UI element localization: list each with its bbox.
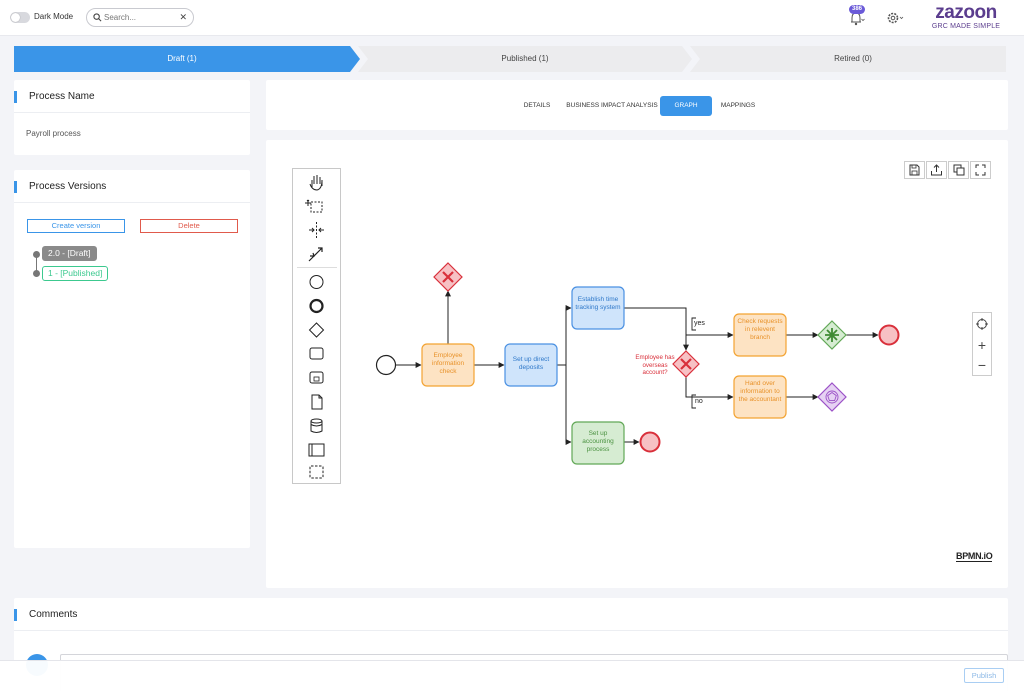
process-name-card: Process Name Payroll process xyxy=(14,80,250,155)
search-input[interactable] xyxy=(104,11,178,24)
step-draft-label: Draft (1) xyxy=(167,54,197,63)
copy-button[interactable] xyxy=(948,161,969,179)
end-event-icon[interactable] xyxy=(293,295,340,317)
process-versions-card: Process Versions xyxy=(14,170,250,548)
dark-mode-toggle[interactable] xyxy=(10,12,30,23)
bpmn-palette xyxy=(292,168,341,484)
zoom-out-button[interactable]: − xyxy=(977,357,987,373)
tab-mappings[interactable]: MAPPINGS xyxy=(720,102,756,109)
logo-name: zazoon xyxy=(935,2,997,23)
version-dot xyxy=(33,270,40,277)
process-name-value: Payroll process xyxy=(26,129,81,138)
save-icon xyxy=(909,164,920,176)
label-hand-over: Hand over information to the accountant xyxy=(738,380,782,403)
pool-icon[interactable] xyxy=(293,439,340,461)
palette-divider xyxy=(297,267,337,268)
label-gateway-question: Employee has overseas account? xyxy=(635,354,675,376)
crosshair-icon xyxy=(976,318,988,330)
fullscreen-icon xyxy=(975,164,986,176)
data-store-icon[interactable] xyxy=(293,415,340,437)
publish-button[interactable]: Publish xyxy=(964,668,1004,683)
space-tool-icon[interactable] xyxy=(293,219,340,241)
zazoon-logo: zazoon GRC MADE SIMPLE xyxy=(925,3,1007,31)
save-diagram-button[interactable] xyxy=(904,161,925,179)
data-object-icon[interactable] xyxy=(293,391,340,413)
logo-tagline: GRC MADE SIMPLE xyxy=(931,23,1001,30)
task-icon[interactable] xyxy=(293,343,340,365)
subprocess-icon[interactable] xyxy=(293,367,340,389)
hand-tool-icon[interactable] xyxy=(293,171,340,193)
top-bar: Dark Mode ✕ 386 zazoon GRC MADE SIMPLE xyxy=(0,0,1024,36)
zoom-in-button[interactable]: + xyxy=(977,337,987,353)
tab-graph[interactable]: GRAPH xyxy=(660,96,712,116)
create-version-button[interactable]: Create version xyxy=(27,219,125,233)
divider xyxy=(14,202,250,203)
lasso-tool-icon[interactable] xyxy=(293,195,340,217)
version-dot xyxy=(33,251,40,258)
process-name-title: Process Name xyxy=(14,91,95,103)
gateway-icon[interactable] xyxy=(293,319,340,341)
divider xyxy=(14,630,1008,631)
label-yes: yes xyxy=(694,320,705,327)
step-published[interactable]: Published (1) xyxy=(368,46,682,72)
search-icon xyxy=(93,13,102,22)
step-retired-label: Retired (0) xyxy=(834,54,872,63)
notification-badge: 386 xyxy=(849,5,866,14)
label-check-requests: Check requests in relevent branch xyxy=(737,318,783,341)
gear-icon[interactable] xyxy=(886,10,906,26)
toggle-knob xyxy=(11,13,20,22)
delete-button[interactable]: Delete xyxy=(140,219,238,233)
step-retired[interactable]: Retired (0) xyxy=(700,46,1006,72)
label-direct-deposits: Set up direct deposits xyxy=(512,356,550,371)
zoom-controls: + − xyxy=(972,312,992,376)
label-time-tracking: Establish time tracking system xyxy=(575,296,621,311)
bpmn-io-watermark[interactable]: BPMN.iO xyxy=(956,551,993,562)
tab-details[interactable]: DETAILS xyxy=(523,102,551,109)
label-accounting: Set up accounting process xyxy=(582,430,614,453)
search-box[interactable]: ✕ xyxy=(86,8,194,27)
reset-view-button[interactable] xyxy=(973,314,991,334)
version-draft-tag[interactable]: 2.0 - [Draft] xyxy=(42,246,97,261)
status-stepper: Draft (1) Published (1) Retired (0) xyxy=(14,46,1008,72)
upload-icon xyxy=(931,164,942,176)
group-icon[interactable] xyxy=(293,461,340,483)
step-draft[interactable]: Draft (1) xyxy=(14,46,350,72)
start-event-icon[interactable] xyxy=(293,271,340,293)
step-published-label: Published (1) xyxy=(501,54,549,63)
dark-mode-label: Dark Mode xyxy=(34,12,74,21)
divider xyxy=(14,112,250,113)
copy-icon xyxy=(953,164,965,176)
export-button[interactable] xyxy=(926,161,947,179)
label-no: no xyxy=(695,398,703,405)
version-published-tag[interactable]: 1 - [Published] xyxy=(42,266,109,281)
connect-tool-icon[interactable] xyxy=(293,243,340,265)
label-employee-check: Employee information check xyxy=(431,352,465,375)
version-timeline-line xyxy=(36,254,37,274)
footer-bar xyxy=(0,660,1024,691)
process-versions-title: Process Versions xyxy=(14,181,106,193)
stepper-background xyxy=(14,46,1006,72)
fullscreen-button[interactable] xyxy=(970,161,991,179)
clear-search-icon[interactable]: ✕ xyxy=(179,12,187,22)
tabs-card xyxy=(266,80,1008,130)
comments-title: Comments xyxy=(14,609,77,621)
tab-business-impact-analysis[interactable]: BUSINESS IMPACT ANALYSIS xyxy=(566,102,658,109)
